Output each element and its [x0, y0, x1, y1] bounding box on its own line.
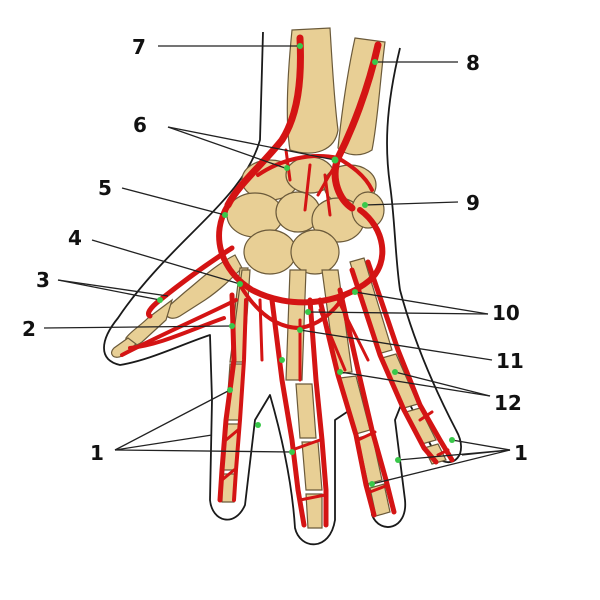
- label-3: 3: [36, 268, 50, 292]
- label-11: 11: [496, 349, 524, 373]
- marker-dots: [157, 43, 455, 487]
- label-1-right: 1: [514, 441, 528, 465]
- label-2: 2: [22, 317, 36, 341]
- label-10: 10: [492, 301, 520, 325]
- radial-artery: [224, 34, 304, 209]
- label-1-left: 1: [90, 441, 104, 465]
- label-12: 12: [494, 391, 522, 415]
- label-6: 6: [133, 113, 147, 137]
- number-labels: 7 8 6 5 9 4 3 2 10 11 12 1 1: [22, 35, 528, 465]
- ulnar-artery: [331, 41, 382, 212]
- label-8: 8: [466, 51, 480, 75]
- label-7: 7: [132, 35, 146, 59]
- leader-lines: [43, 45, 511, 485]
- label-4: 4: [68, 226, 82, 250]
- arteries: [120, 34, 455, 528]
- hand-outline: [103, 31, 462, 546]
- label-5: 5: [98, 176, 112, 200]
- label-9: 9: [466, 191, 480, 215]
